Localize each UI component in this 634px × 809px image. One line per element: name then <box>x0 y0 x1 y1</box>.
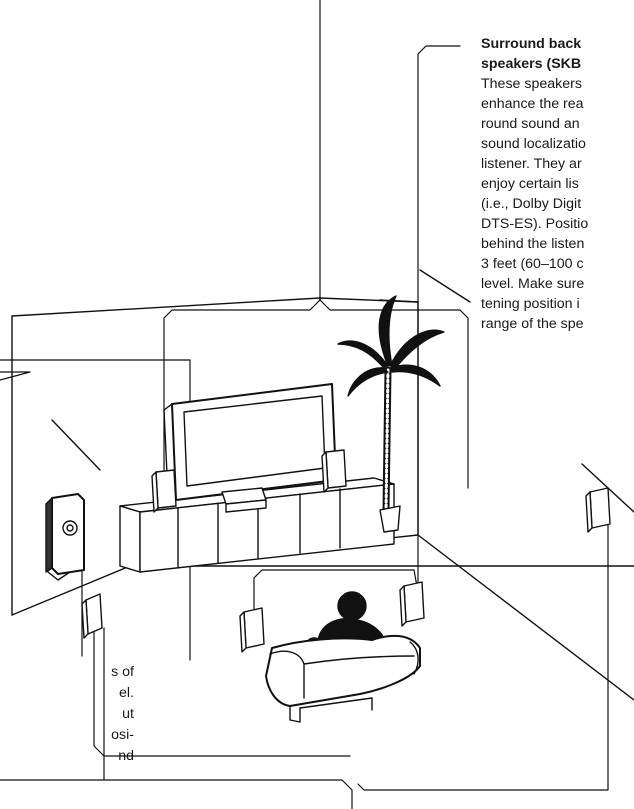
television <box>163 383 337 501</box>
callout-body-line: enhance the rea <box>481 96 584 112</box>
center-speaker-shape <box>221 487 267 513</box>
surround-left-speaker-shape <box>81 593 103 639</box>
left-callout-fragment: s of el. ut osi- nd <box>72 662 134 767</box>
fragment-line: nd <box>118 748 134 764</box>
callout-body-line: tening position i <box>481 296 580 312</box>
front-right-speaker-shape <box>321 449 347 493</box>
surround-back-speakers-callout: Surround back speakers (SKB These speake… <box>481 34 634 334</box>
callout-body-line: range of the spe <box>481 316 584 332</box>
callout-body-line: enjoy certain lis <box>481 176 579 192</box>
fragment-line: osi- <box>111 727 134 743</box>
surround-back-right-speaker-shape <box>399 581 425 627</box>
callout-heading-line-2: speakers (SKB <box>481 56 582 72</box>
callout-heading-line-1: Surround back <box>481 36 582 52</box>
callout-body-line: sound localizatio <box>481 136 586 152</box>
callout-body-line: listener. They ar <box>481 156 582 172</box>
sofa-shape <box>265 634 421 723</box>
surround-back-left-speaker-shape <box>239 607 265 653</box>
subwoofer-shape <box>45 493 85 581</box>
callout-body-line: DTS-ES). Positio <box>481 216 589 232</box>
callout-body-line: level. Make sure <box>481 276 585 292</box>
plant-shape <box>337 295 445 533</box>
callout-body-line: round sound an <box>481 116 580 132</box>
callout-body-line: 3 feet (60–100 c <box>481 256 584 272</box>
fragment-line: s of <box>111 664 134 680</box>
callout-body-line: These speakers <box>481 76 582 92</box>
surround-right-speaker-shape <box>585 487 611 533</box>
fragment-line: ut <box>122 706 134 722</box>
callout-body-line: (i.e., Dolby Digit <box>481 196 582 212</box>
callout-body-line: behind the listen <box>481 236 585 252</box>
fragment-line: el. <box>119 685 134 701</box>
front-left-speaker-shape <box>151 469 177 513</box>
